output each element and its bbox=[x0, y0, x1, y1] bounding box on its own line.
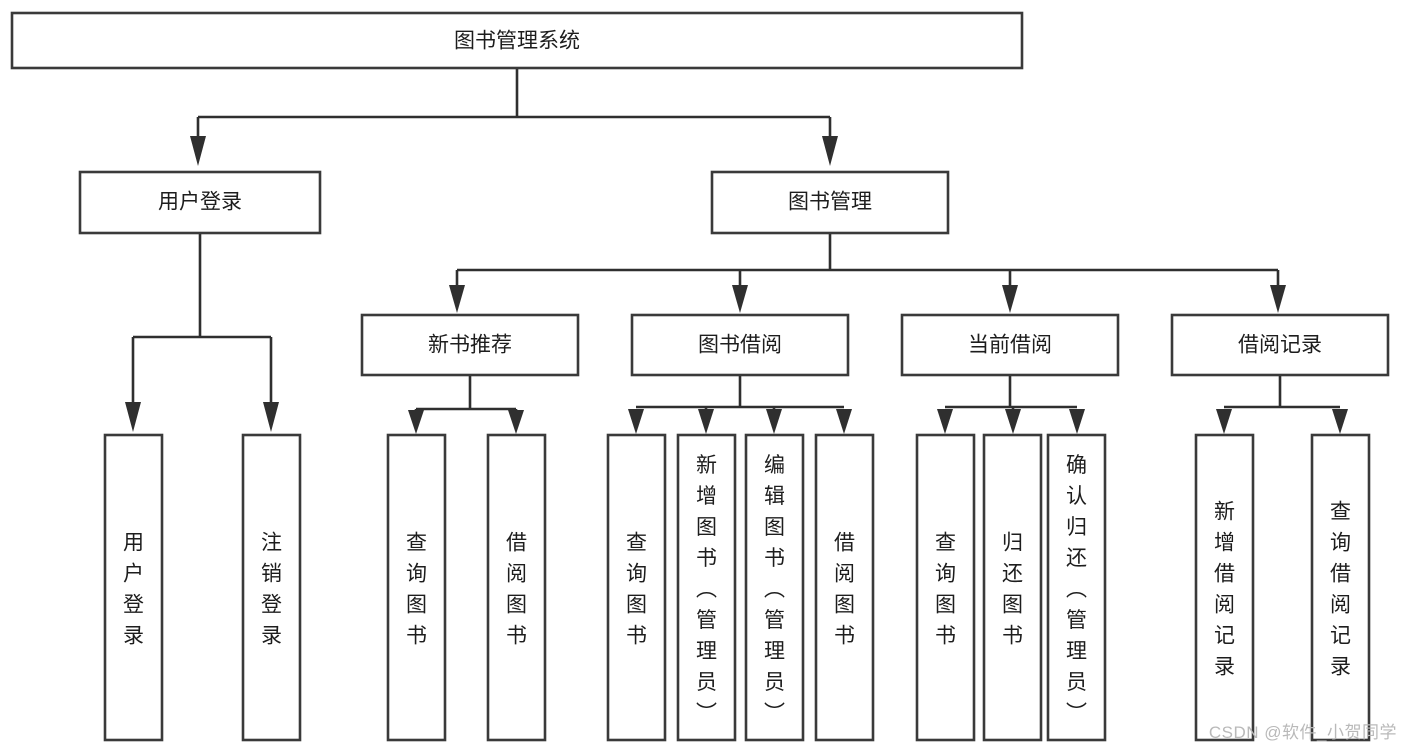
node-leaf-query-book-2-box[interactable] bbox=[606, 433, 667, 742]
node-leaf-query-book-3[interactable]: 查询图书 bbox=[915, 433, 976, 742]
node-leaf-borrow-book-2-label: 借阅图书 bbox=[834, 532, 855, 648]
node-leaf-user-login[interactable]: 用户登录 bbox=[103, 433, 164, 742]
arrow-head-leaf-query-book-3 bbox=[937, 409, 953, 434]
node-leaf-borrow-book-2[interactable]: 借阅图书 bbox=[814, 433, 875, 742]
connector-book-borrow-to-leaves bbox=[628, 375, 852, 434]
node-book-manage-box[interactable] bbox=[710, 170, 950, 235]
node-root-system[interactable]: 图书管理系统 bbox=[10, 11, 1024, 70]
node-root-box[interactable] bbox=[10, 11, 1024, 70]
node-leaf-return-book-label: 归还图书 bbox=[1002, 532, 1023, 648]
node-leaf-logout-label: 注销登录 bbox=[261, 532, 282, 648]
arrow-head-current-borrow bbox=[1002, 285, 1018, 313]
node-new-book-recommend[interactable]: 新书推荐 bbox=[360, 313, 580, 377]
node-leaf-query-book-1-box[interactable] bbox=[386, 433, 447, 742]
arrow-head-leaf-logout bbox=[263, 402, 279, 432]
arrow-head-leaf-borrow-book-2 bbox=[836, 409, 852, 434]
node-leaf-user-login-label: 用户登录 bbox=[123, 532, 144, 648]
arrow-head-leaf-query-record bbox=[1332, 409, 1348, 434]
arrow-head-borrow-record bbox=[1270, 285, 1286, 313]
node-new-book-recommend-box[interactable] bbox=[360, 313, 580, 377]
node-root-label: 图书管理系统 bbox=[454, 30, 580, 53]
node-leaf-query-book-3-label: 查询图书 bbox=[935, 532, 956, 648]
node-leaf-logout-box[interactable] bbox=[241, 433, 302, 742]
arrow-head-leaf-borrow-book-1 bbox=[508, 410, 524, 434]
node-borrow-record[interactable]: 借阅记录 bbox=[1170, 313, 1390, 377]
node-leaf-edit-book[interactable]: 编辑图书︵管理员︶ bbox=[744, 433, 805, 742]
node-leaf-query-book-1-label: 查询图书 bbox=[406, 532, 427, 648]
arrow-head-leaf-add-record bbox=[1216, 409, 1232, 434]
arrow-head-user-login bbox=[190, 136, 206, 166]
node-leaf-return-book[interactable]: 归还图书 bbox=[982, 433, 1043, 742]
arrow-head-leaf-query-book-2 bbox=[628, 409, 644, 434]
node-leaf-logout[interactable]: 注销登录 bbox=[241, 433, 302, 742]
node-current-borrow-label: 当前借阅 bbox=[968, 334, 1052, 357]
node-borrow-record-box[interactable] bbox=[1170, 313, 1390, 377]
connector-new-book-recommend-to-leaves bbox=[408, 375, 524, 434]
connector-book-manage-to-level3 bbox=[449, 233, 1286, 313]
connector-root-to-level2 bbox=[190, 68, 838, 166]
node-leaf-query-book-2-label: 查询图书 bbox=[626, 532, 647, 648]
arrow-head-leaf-return-book bbox=[1005, 409, 1021, 434]
node-leaf-add-book-box[interactable] bbox=[676, 433, 737, 742]
node-book-borrow-box[interactable] bbox=[630, 313, 850, 377]
node-borrow-record-label: 借阅记录 bbox=[1238, 334, 1322, 357]
connector-borrow-record-to-leaves bbox=[1216, 375, 1348, 434]
arrow-head-leaf-add-book bbox=[698, 409, 714, 434]
node-leaf-borrow-book-1-box[interactable] bbox=[486, 433, 547, 742]
leaf-node-layer: 用户登录 注销登录 查询图书 借阅图书 查询图书 新增图书︵管理员︶ 编辑图书︵管理员︶ 借阅… bbox=[103, 433, 1371, 742]
node-leaf-user-login-box[interactable] bbox=[103, 433, 164, 742]
arrow-head-leaf-user-login bbox=[125, 402, 141, 432]
node-leaf-return-book-box[interactable] bbox=[982, 433, 1043, 742]
node-leaf-borrow-book-1-label: 借阅图书 bbox=[506, 532, 527, 648]
node-leaf-query-record-box[interactable] bbox=[1310, 433, 1371, 742]
node-leaf-query-record[interactable]: 查询借阅记录 bbox=[1310, 433, 1371, 742]
arrow-head-leaf-confirm-return bbox=[1069, 409, 1085, 434]
node-leaf-confirm-return-label: 确认归还︵管理员︶ bbox=[1066, 454, 1087, 725]
node-user-login-box[interactable] bbox=[78, 170, 322, 235]
node-current-borrow-box[interactable] bbox=[900, 313, 1120, 377]
arrow-head-book-manage bbox=[822, 136, 838, 166]
node-book-manage[interactable]: 图书管理 bbox=[710, 170, 950, 235]
arrow-head-book-borrow bbox=[732, 285, 748, 313]
arrow-head-leaf-query-book-1 bbox=[408, 410, 424, 434]
node-current-borrow[interactable]: 当前借阅 bbox=[900, 313, 1120, 377]
arrow-head-new-book-recommend bbox=[449, 285, 465, 313]
node-leaf-add-record-label: 新增借阅记录 bbox=[1214, 501, 1235, 679]
connector-current-borrow-to-leaves bbox=[937, 375, 1085, 434]
node-leaf-edit-book-box[interactable] bbox=[744, 433, 805, 742]
node-leaf-query-book-1[interactable]: 查询图书 bbox=[386, 433, 447, 742]
node-leaf-add-book-label: 新增图书︵管理员︶ bbox=[696, 454, 717, 725]
node-book-manage-label: 图书管理 bbox=[788, 191, 872, 214]
node-leaf-add-record[interactable]: 新增借阅记录 bbox=[1194, 433, 1255, 742]
node-leaf-borrow-book-2-box[interactable] bbox=[814, 433, 875, 742]
node-leaf-query-book-3-box[interactable] bbox=[915, 433, 976, 742]
node-user-login-label: 用户登录 bbox=[158, 191, 242, 214]
node-leaf-confirm-return-box[interactable] bbox=[1046, 433, 1107, 742]
node-book-borrow-label: 图书借阅 bbox=[698, 334, 782, 357]
node-leaf-edit-book-label: 编辑图书︵管理员︶ bbox=[764, 454, 785, 725]
node-leaf-query-book-2[interactable]: 查询图书 bbox=[606, 433, 667, 742]
node-leaf-borrow-book-1[interactable]: 借阅图书 bbox=[486, 433, 547, 742]
watermark: CSDN @软件_小贺同学 bbox=[1208, 723, 1397, 742]
node-user-login[interactable]: 用户登录 bbox=[78, 170, 322, 235]
node-leaf-query-record-label: 查询借阅记录 bbox=[1330, 501, 1351, 679]
node-new-book-recommend-label: 新书推荐 bbox=[428, 334, 512, 357]
arrow-head-leaf-edit-book bbox=[766, 409, 782, 434]
node-book-borrow[interactable]: 图书借阅 bbox=[630, 313, 850, 377]
connector-user-login-to-leaves bbox=[125, 233, 279, 432]
node-leaf-add-record-box[interactable] bbox=[1194, 433, 1255, 742]
node-leaf-add-book[interactable]: 新增图书︵管理员︶ bbox=[676, 433, 737, 742]
node-leaf-confirm-return[interactable]: 确认归还︵管理员︶ bbox=[1046, 433, 1107, 742]
